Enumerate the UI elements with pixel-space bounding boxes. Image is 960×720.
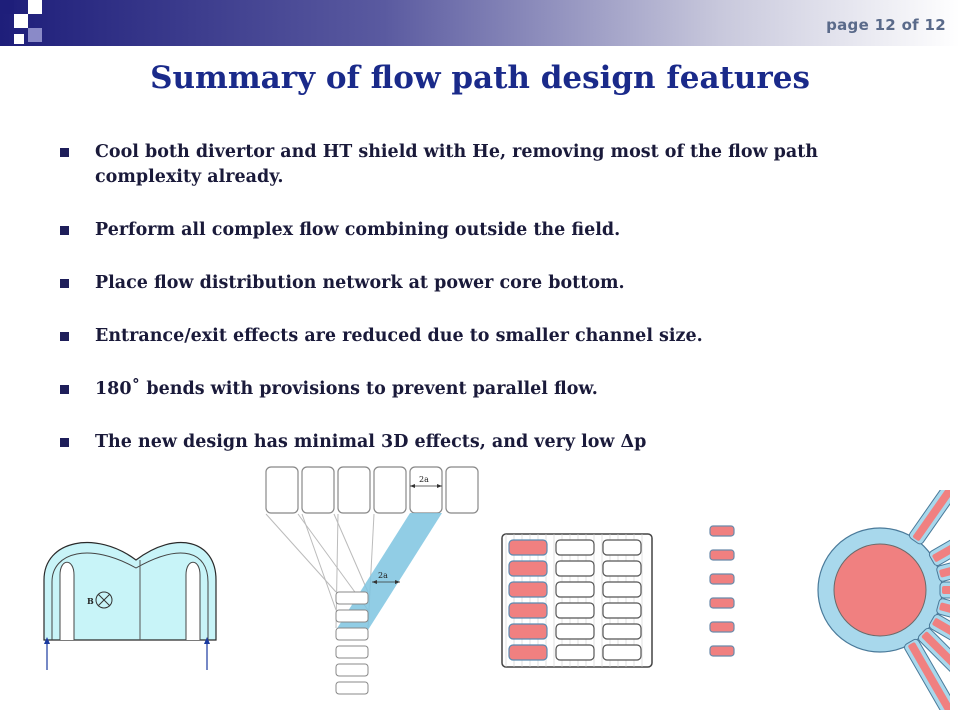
bullet-square-icon — [60, 385, 69, 394]
bullet-item: 180˚ bends with provisions to prevent pa… — [58, 377, 918, 402]
bullet-square-icon — [60, 332, 69, 341]
bullet-text: 180˚ bends with provisions to prevent pa… — [95, 379, 598, 399]
bullet-item: Perform all complex flow combining outsi… — [58, 218, 918, 243]
bullet-text: Place flow distribution network at power… — [95, 273, 625, 293]
channel-width-label: 2a — [378, 571, 388, 580]
header-gradient-bar — [0, 0, 960, 46]
bullet-text: Perform all complex flow combining outsi… — [95, 220, 621, 240]
header-decor-square — [0, 0, 14, 14]
bullet-square-icon — [60, 279, 69, 288]
header-decor-square — [14, 14, 28, 28]
channel-width-label: 2a — [419, 475, 429, 484]
channel-convergence-figure: 2a 2a — [265, 466, 479, 695]
header-decor-square — [28, 0, 42, 14]
bullet-item: The new design has minimal 3D effects, a… — [58, 430, 918, 455]
bullet-square-icon — [60, 226, 69, 235]
channel-grid-figure — [501, 533, 653, 668]
header-decor-square — [14, 34, 24, 44]
divertor-bend-figure: B — [43, 542, 217, 670]
bullet-square-icon — [60, 148, 69, 157]
magnetic-field-label: B — [87, 596, 94, 606]
bullet-item: Entrance/exit effects are reduced due to… — [58, 324, 918, 349]
radial-manifold-figure — [709, 490, 950, 710]
bullet-text: Entrance/exit effects are reduced due to… — [95, 326, 703, 346]
bullet-list: Cool both divertor and HT shield with He… — [58, 140, 918, 483]
header-decor-square — [28, 28, 42, 42]
bullet-text: Cool both divertor and HT shield with He… — [95, 142, 819, 187]
slide-title: Summary of flow path design features — [150, 60, 810, 96]
bullet-item: Cool both divertor and HT shield with He… — [58, 140, 918, 190]
bullet-item: Place flow distribution network at power… — [58, 271, 918, 296]
bullet-square-icon — [60, 438, 69, 447]
page-number: page 12 of 12 — [826, 16, 946, 34]
bullet-text: The new design has minimal 3D effects, a… — [95, 432, 647, 452]
